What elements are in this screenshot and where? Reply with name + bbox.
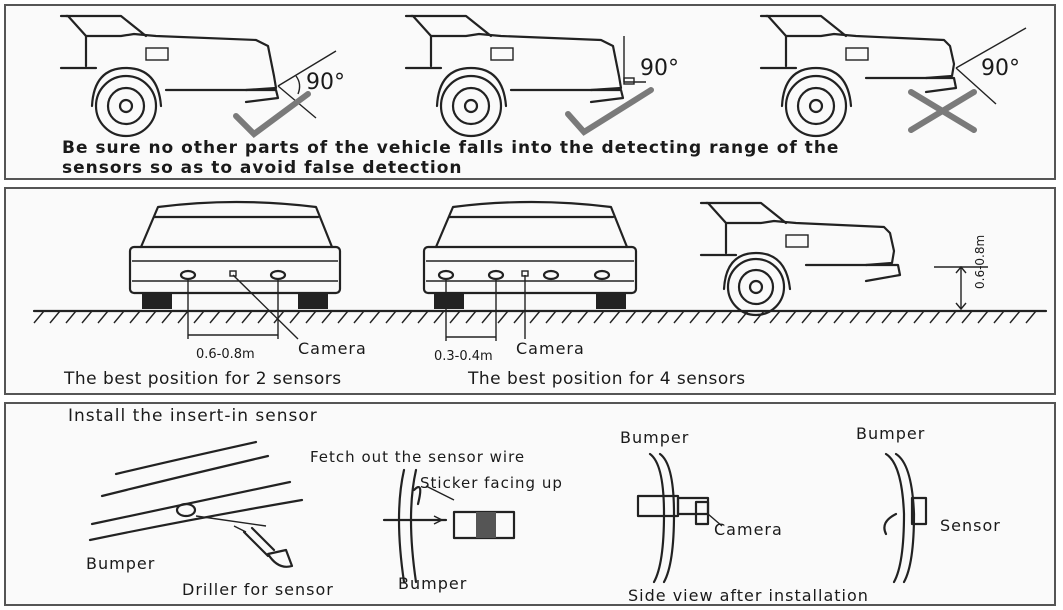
driller-tool [233, 525, 294, 568]
camera-label-two: Camera [298, 339, 367, 358]
fetch-wire-diagram [382, 468, 516, 584]
install-illustrations [88, 440, 928, 584]
bumper-label-mid: Bumper [398, 574, 468, 593]
caption-two-sensors: The best position for 2 sensors [64, 369, 342, 389]
car-side-c [759, 14, 1027, 138]
panel-detection-range: 90° 90° 90° Be sure no other parts of th… [4, 4, 1056, 180]
car-rear-four-sensors [422, 200, 638, 341]
caption-four-sensors: The best position for 4 sensors [468, 369, 746, 389]
sensor-label: Sensor [940, 516, 1001, 535]
fetch-wire-label: Fetch out the sensor wire [310, 448, 526, 466]
car-rear-illustrations [32, 200, 1048, 341]
bumper-label-sensor: Bumper [856, 424, 926, 443]
car-side-illustrations [59, 14, 1027, 138]
sensor-side-view [883, 452, 928, 584]
distance-four-sensors: 0.3-0.4m [434, 349, 493, 364]
camera-side-view [636, 452, 723, 584]
bumper-label-camera: Bumper [620, 428, 690, 447]
side-view-caption: Side view after installation [628, 586, 869, 605]
car-side-a [59, 14, 337, 138]
angle-label-a: 90° [306, 70, 345, 95]
car-rear-two-sensors [128, 200, 342, 340]
detection-note-line1: Be sure no other parts of the vehicle fa… [62, 138, 840, 158]
ground-hatch [32, 309, 1048, 324]
camera-label: Camera [714, 520, 783, 539]
bumper-curves [88, 440, 304, 542]
distance-two-sensors: 0.6-0.8m [196, 347, 255, 362]
driller-label: Driller for sensor [182, 580, 334, 599]
panel-install-sensor: Install the insert-in sensor Bumper Dril… [4, 402, 1056, 606]
angle-label-b: 90° [640, 56, 679, 81]
install-title: Install the insert-in sensor [68, 406, 318, 426]
car-side-b [404, 14, 654, 138]
detection-note-line2: sensors so as to avoid false detection [62, 158, 463, 178]
height-label: 0.6-0.8m [973, 234, 987, 289]
angle-label-c: 90° [981, 56, 1020, 81]
bumper-label-left: Bumper [86, 554, 156, 573]
sticker-label: Sticker facing up [420, 474, 563, 492]
camera-label-four: Camera [516, 339, 585, 358]
car-side-height [699, 201, 988, 317]
panel-sensor-positions: 0.6-0.8m Camera 0.3-0.4m Camera 0.6-0.8m… [4, 187, 1056, 395]
